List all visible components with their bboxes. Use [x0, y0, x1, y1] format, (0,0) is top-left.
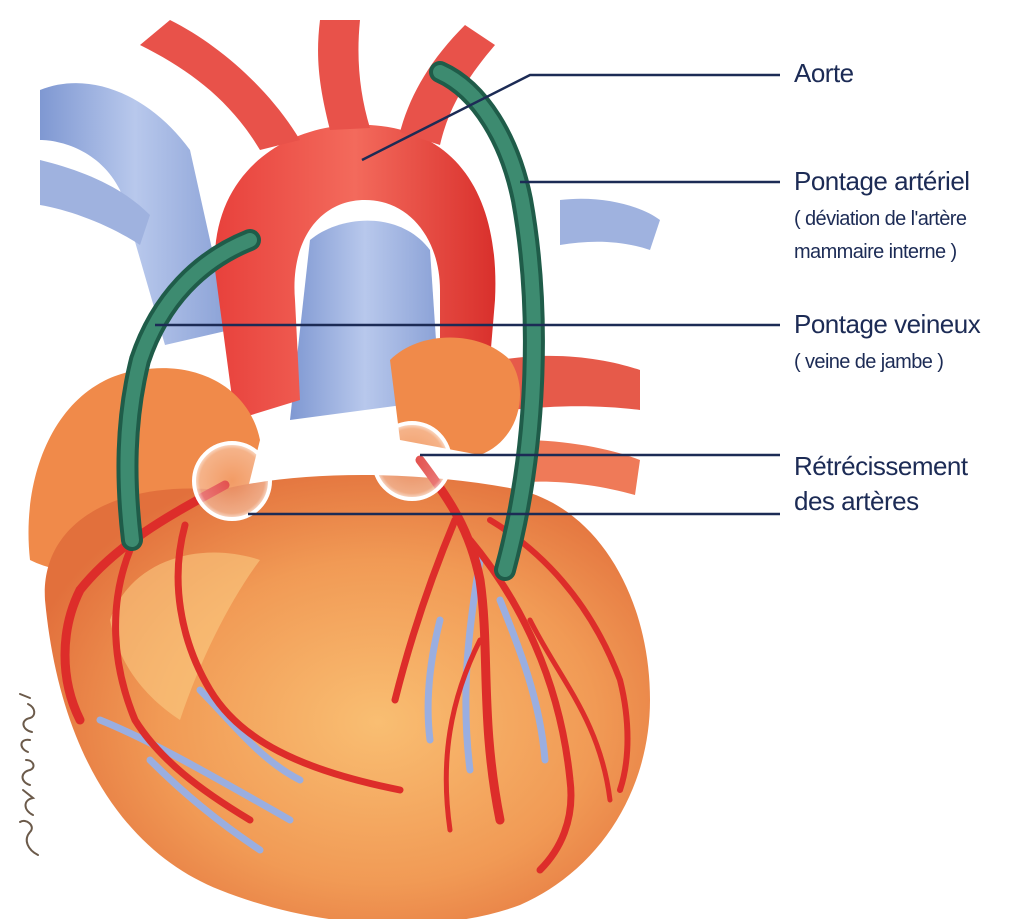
label-pontage-arteriel-note-1: ( déviation de l'artère: [794, 205, 966, 233]
label-retrecissement-2: des artères: [794, 486, 919, 517]
label-retrecissement-1: Rétrécissement: [794, 451, 968, 482]
narrowing-lens-left: [194, 443, 270, 519]
label-aorte: Aorte: [794, 58, 854, 89]
carotid-artery: [318, 20, 370, 130]
artist-signature: [8, 690, 48, 860]
label-pontage-veineux: Pontage veineux: [794, 309, 980, 340]
right-pulmonary-vein: [560, 199, 660, 250]
label-pontage-veineux-note: ( veine de jambe ): [794, 348, 943, 376]
narrowing-lens-right: [374, 423, 450, 499]
label-pontage-arteriel-note-2: mammaire interne ): [794, 238, 957, 266]
label-pontage-arteriel: Pontage artériel: [794, 166, 970, 197]
pulmonary-artery-branch: [500, 356, 640, 410]
